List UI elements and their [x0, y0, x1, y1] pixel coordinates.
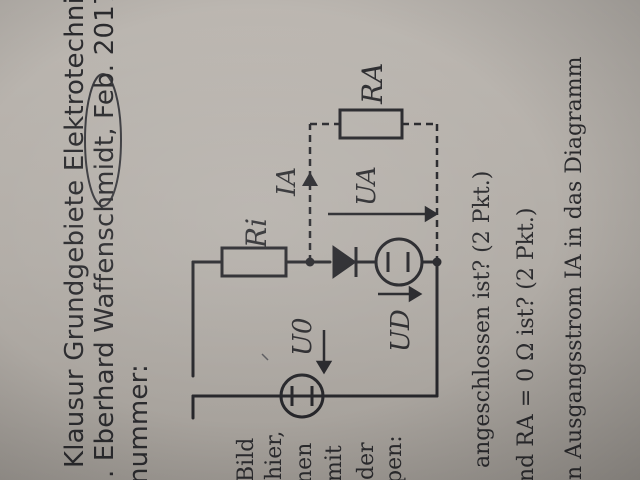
label-ra: RA	[356, 63, 389, 104]
label-u0: U0	[288, 318, 318, 356]
question-3-text: n Ausgangsstrom IA in das Diagramm	[562, 56, 587, 480]
source-ud-icon	[374, 237, 424, 287]
handwritten-date-circle	[84, 73, 122, 207]
label-ri-text: Ri	[240, 217, 273, 248]
label-u0-text: U0	[288, 317, 318, 356]
label-ua: UA	[352, 166, 382, 206]
left-col-text-1: Bild	[234, 437, 259, 480]
output-branch-dashed	[308, 122, 439, 262]
left-col-line-3: nen	[292, 443, 317, 480]
pencil-mark	[261, 353, 269, 361]
ua-arrow-icon	[328, 205, 439, 223]
left-col-text-5: der	[354, 442, 379, 480]
left-col-line-2: hier,	[262, 431, 287, 480]
question-1-text: angeschlossen ist? (2 Pkt.)	[470, 170, 495, 468]
question-1: angeschlossen ist? (2 Pkt.)	[470, 171, 495, 468]
u0-arrow-icon	[315, 330, 333, 375]
label-ua-text: UA	[352, 166, 382, 206]
header-line-2: . Eberhard Waffenschmidt, Feb. 2017	[90, 0, 120, 478]
left-col-text-3: nen	[292, 442, 317, 480]
header-line-1: Klausur Grundgebiete Elektrotechnik I	[60, 0, 90, 468]
left-col-text-4: mit	[322, 445, 347, 480]
label-ud: UD	[386, 309, 416, 352]
header-line-3-text: nummer:	[124, 364, 154, 480]
label-ia: IA	[272, 167, 302, 196]
label-ia-text: IA	[272, 166, 302, 196]
label-ud-text: UD	[386, 309, 416, 352]
ud-arrow-icon	[378, 285, 423, 303]
left-col-line-6: pen:	[382, 435, 407, 480]
header-line-1-text: Klausur Grundgebiete Elektrotechnik I	[60, 0, 90, 468]
header-line-2-prefix: . Eberhard Waffenschmidt,	[90, 118, 120, 478]
diode-icon	[332, 245, 358, 279]
resistor-ra-icon	[338, 108, 404, 140]
label-ra-text: RA	[356, 62, 389, 104]
header-line-3: nummer:	[124, 364, 154, 480]
label-ri: Ri	[240, 218, 273, 248]
header-date: Feb. 2017	[90, 0, 120, 119]
resistor-ri-icon	[220, 246, 288, 278]
question-2: nd RA = 0 Ω ist? (2 Pkt.)	[514, 208, 539, 480]
left-col-line-4: mit	[322, 445, 347, 480]
left-col-text-6: pen:	[382, 435, 407, 480]
left-col-line-5: der	[354, 442, 379, 480]
question-3: n Ausgangsstrom IA in das Diagramm	[562, 57, 587, 480]
source-u0-icon	[279, 373, 325, 419]
question-2-text: nd RA = 0 Ω ist? (2 Pkt.)	[514, 207, 539, 480]
left-col-line-1: Bild	[234, 438, 259, 480]
ia-arrow-icon	[302, 172, 318, 186]
left-col-text-2: hier,	[262, 430, 287, 480]
